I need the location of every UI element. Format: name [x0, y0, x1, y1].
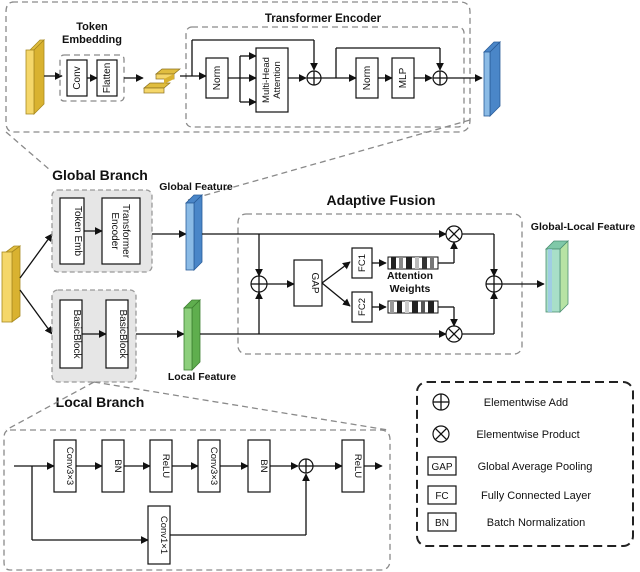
basicblock2-box	[105, 299, 129, 369]
conv1x1-label: Conv1×1	[158, 516, 169, 554]
legend-add-icon	[432, 393, 450, 411]
conv-label: Conv	[72, 66, 83, 89]
global-feature-slab	[185, 194, 203, 271]
gap-box	[293, 259, 323, 307]
attention-weights-bar-2	[387, 300, 439, 314]
token-emb-label: Token Emb	[72, 206, 83, 256]
mha-label: Multi-HeadAttention	[261, 57, 283, 103]
legend-bn-badge	[427, 512, 457, 532]
legend-bn-label: Batch Normalization	[487, 517, 585, 529]
mha-box	[255, 47, 289, 113]
global-local-feature-label: Global-Local Feature	[531, 221, 636, 233]
legend-add-label: Elementwise Add	[484, 397, 568, 409]
mlp-label: MLP	[398, 67, 409, 88]
encoder-output-slab	[483, 41, 501, 117]
fusion-product-op-1	[445, 225, 463, 243]
relu1-label: ReLU	[160, 454, 171, 478]
basicblock-add-op	[298, 458, 314, 474]
add-op-2	[432, 70, 448, 86]
input-feature-map-top	[25, 39, 45, 115]
local-branch-title: Local Branch	[56, 394, 145, 410]
global-branch-title: Global Branch	[52, 167, 148, 183]
transformer-encoder-title: Transformer Encoder	[265, 13, 382, 25]
input-image-slab	[1, 245, 22, 323]
bn1-label: BN	[112, 459, 123, 472]
adaptive-fusion-title: Adaptive Fusion	[327, 192, 436, 208]
local-feature-slab	[183, 299, 201, 371]
conv3x3-2-label: Conv3×3	[208, 447, 219, 485]
legend-gap-badge	[427, 456, 457, 476]
transformer-encoder-box	[101, 197, 141, 265]
norm2-label: Norm	[362, 66, 373, 90]
fc2-label: FC2	[357, 298, 368, 316]
relu2-label: ReLU	[352, 454, 363, 478]
legend-fc-badge	[427, 485, 457, 505]
token-patches-icon	[143, 68, 181, 94]
token-emb-box	[59, 197, 85, 265]
global-feature-label: Global Feature	[159, 181, 233, 193]
legend-product-icon	[432, 425, 450, 443]
legend-product-label: Elementwise Product	[476, 429, 579, 441]
legend-gap-abbr: GAP	[431, 462, 452, 473]
basicblock-detail-panel	[3, 429, 391, 571]
fusion-add-op	[250, 275, 268, 293]
transformer-encoder-label: TransformerEncoder	[109, 204, 131, 259]
legend-fc-label: Fully Connected Layer	[481, 490, 591, 502]
conv3x3-1-label: Conv3×3	[64, 447, 75, 485]
add-op-1	[306, 70, 322, 86]
legend-box	[416, 381, 634, 547]
global-local-feature-slab	[545, 240, 569, 313]
local-feature-label: Local Feature	[168, 371, 236, 383]
flatten-box	[96, 59, 118, 97]
fusion-product-op-2	[445, 325, 463, 343]
basicblock2-label: BasicBlock	[117, 310, 128, 360]
flatten-label: Flatten	[102, 63, 113, 94]
legend-gap-label: Global Average Pooling	[478, 461, 593, 473]
fusion-final-add-op	[485, 275, 503, 293]
attention-weights-bar-1	[387, 256, 439, 270]
fc1-label: FC1	[357, 254, 368, 272]
bn2-label: BN	[258, 459, 269, 472]
legend-bn-abbr: BN	[435, 518, 449, 529]
norm1-label: Norm	[212, 66, 223, 90]
basicblock1-label: BasicBlock	[71, 310, 82, 360]
legend-fc-abbr: FC	[435, 491, 448, 502]
gap-label: GAP	[309, 272, 320, 293]
